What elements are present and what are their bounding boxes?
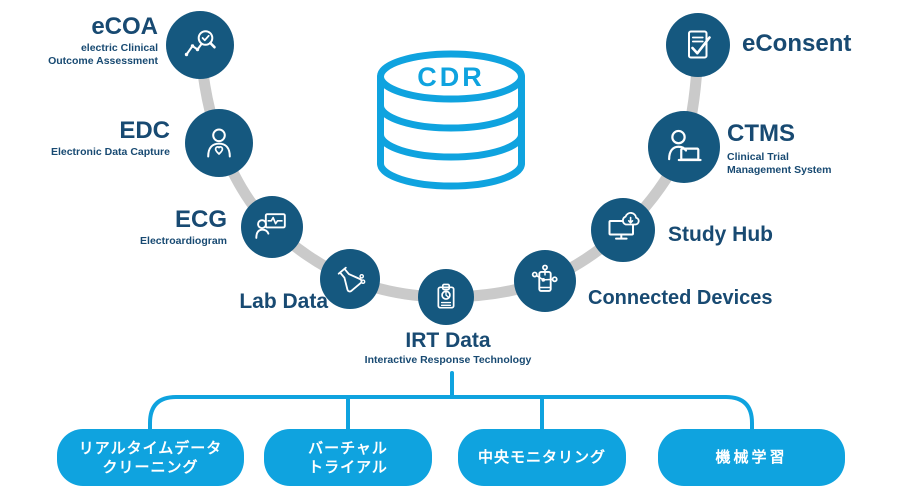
lab-data-title: Lab Data — [239, 290, 328, 313]
ecoa-node — [166, 11, 234, 79]
patient-monitor-icon — [255, 213, 286, 239]
edc-title: EDC — [119, 117, 170, 144]
study-hub-label: Study Hub — [668, 223, 773, 246]
irt-data-subtitle: Interactive Response Technology — [364, 354, 532, 366]
connected-devices-node — [514, 250, 576, 312]
edc-subtitle: Electronic Data Capture — [50, 146, 170, 158]
flask-drops-icon — [337, 266, 366, 293]
irt-data-title: IRT Data — [405, 329, 491, 352]
ecoa-title: eCOA — [91, 13, 158, 40]
connected-devices-title: Connected Devices — [588, 287, 773, 309]
app-pill-machine-learning: 機械学習 — [658, 429, 845, 486]
ctms-subtitle: Clinical Trial Management System — [727, 151, 831, 177]
connected-devices-label: Connected Devices — [588, 287, 773, 309]
ecg-title: ECG — [174, 206, 227, 233]
lab-data-label: Lab Data — [168, 290, 328, 313]
edc-label: EDC Electronic Data Capture — [0, 118, 170, 159]
econsent-title: eConsent — [742, 30, 852, 57]
app-pill-central-monitoring: 中央モニタリング — [458, 429, 626, 486]
ecoa-subtitle-line2: Outcome Assessment — [48, 55, 158, 67]
ecg-subtitle: Electroardiogram — [140, 235, 227, 247]
monitor-cloud-download-icon — [608, 212, 640, 240]
ctms-title: CTMS — [727, 120, 795, 147]
econsent-label: eConsent — [742, 31, 851, 57]
app-pill-line: 機械学習 — [715, 449, 788, 466]
patient-heart-icon — [207, 128, 231, 158]
study-hub-title: Study Hub — [668, 223, 773, 246]
study-hub-node — [591, 198, 655, 262]
ecg-node — [241, 196, 303, 258]
database-cylinder-icon — [377, 50, 525, 190]
document-check-icon — [688, 30, 711, 59]
app-pill-line: 中央モニタリング — [477, 449, 606, 466]
edc-node — [185, 109, 253, 177]
ctms-subtitle-line2: Management System — [727, 164, 832, 176]
ctms-subtitle-line1: Clinical Trial — [727, 151, 789, 163]
app-pill-virtual-trial: バーチャル トライアル — [264, 429, 432, 486]
person-laptop-icon — [668, 129, 702, 162]
ctms-node — [648, 111, 720, 183]
lab-data-node — [320, 249, 380, 309]
smartphone-network-icon — [531, 264, 558, 292]
magnifier-chart-icon — [184, 30, 216, 57]
irt-data-label: IRT Data Interactive Response Technology — [337, 329, 559, 367]
app-pill-line: リアルタイムデータ — [78, 439, 223, 457]
cdr-label: CDR — [417, 62, 485, 92]
ecoa-label: eCOA electric Clinical Outcome Assessmen… — [0, 14, 158, 68]
econsent-node — [666, 13, 730, 77]
ecoa-subtitle-line1: electric Clinical — [80, 42, 158, 54]
irt-data-node — [418, 269, 474, 325]
app-pill-line: クリーニング — [102, 458, 199, 476]
app-pill-line: バーチャル — [308, 439, 388, 457]
clipboard-chart-icon — [437, 283, 455, 309]
app-pill-line: トライアル — [308, 458, 388, 476]
app-pill-realtime-data-cleaning: リアルタイムデータ クリーニング — [57, 429, 244, 486]
ctms-label: CTMS Clinical Trial Management System — [727, 121, 831, 177]
ecoa-subtitle: electric Clinical Outcome Assessment — [0, 42, 158, 68]
bracket-lines — [148, 371, 754, 431]
ecg-label: ECG Electroardiogram — [60, 207, 227, 248]
